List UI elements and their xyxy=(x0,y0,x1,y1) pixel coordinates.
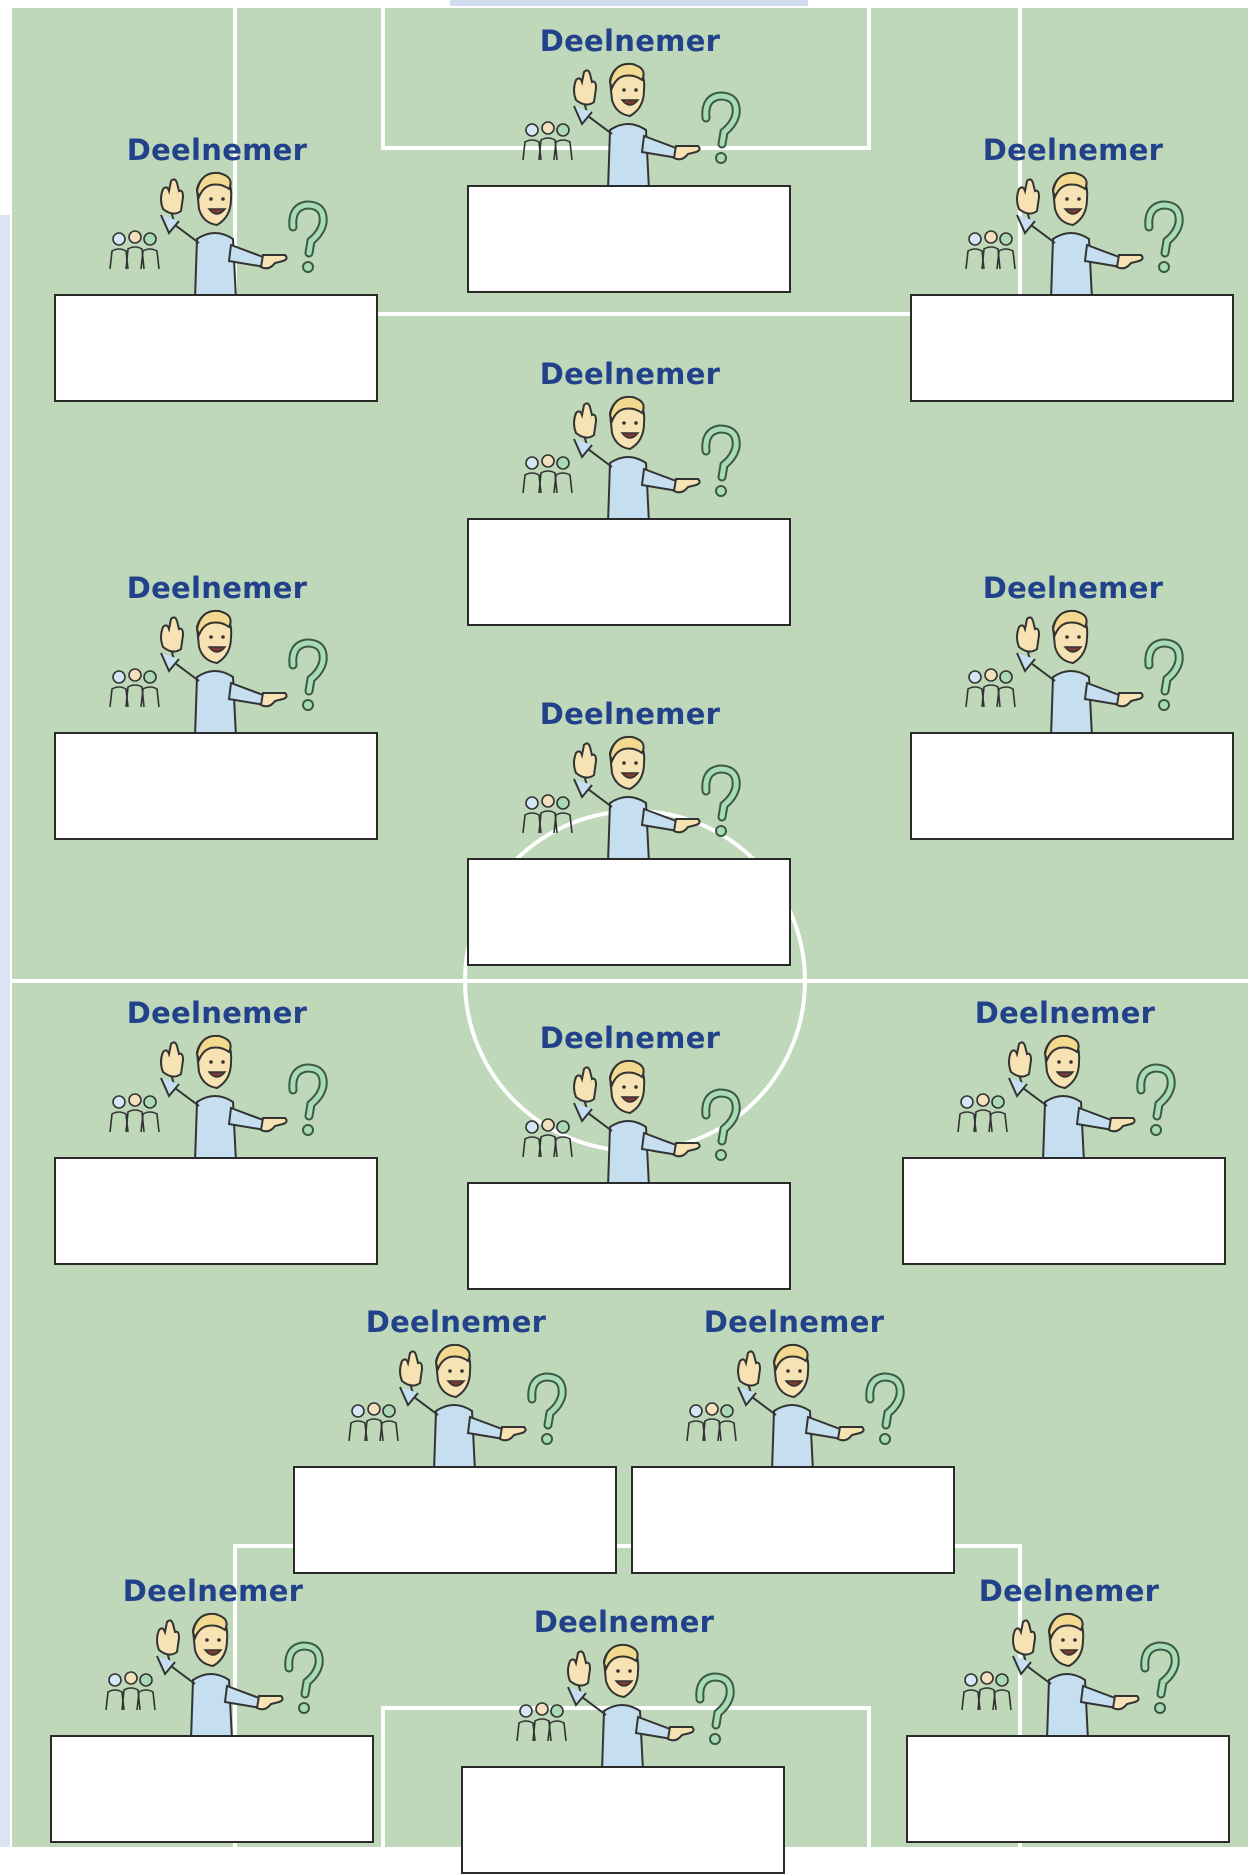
participant-label: Deelnemer xyxy=(466,1021,794,1055)
participant-card: Deelnemer xyxy=(53,996,381,1266)
participant-card: Deelnemer xyxy=(909,571,1237,841)
participant-label: Deelnemer xyxy=(460,1605,788,1639)
participant-label: Deelnemer xyxy=(901,996,1229,1030)
participant-name-input[interactable] xyxy=(50,1735,374,1843)
presenter-icon xyxy=(957,1612,1181,1740)
participant-name-input[interactable] xyxy=(293,1466,617,1574)
presenter-icon xyxy=(961,609,1185,737)
presenter-icon xyxy=(518,395,742,523)
participant-label: Deelnemer xyxy=(53,996,381,1030)
presenter-icon xyxy=(961,171,1185,299)
page-left-edge xyxy=(0,215,10,1847)
participant-name-input[interactable] xyxy=(467,518,791,626)
participant-card: Deelnemer xyxy=(466,1021,794,1291)
participant-label: Deelnemer xyxy=(53,571,381,605)
participant-name-input[interactable] xyxy=(906,1735,1230,1843)
participant-card: Deelnemer xyxy=(49,1574,377,1844)
participant-name-input[interactable] xyxy=(910,732,1234,840)
participant-label: Deelnemer xyxy=(466,357,794,391)
participant-label: Deelnemer xyxy=(466,697,794,731)
participant-card: Deelnemer xyxy=(630,1305,958,1575)
participant-card: Deelnemer xyxy=(292,1305,620,1575)
participant-card: Deelnemer xyxy=(53,133,381,403)
participant-name-input[interactable] xyxy=(54,1157,378,1265)
participant-name-input[interactable] xyxy=(910,294,1234,402)
presenter-icon xyxy=(105,171,329,299)
participant-label: Deelnemer xyxy=(53,133,381,167)
participant-label: Deelnemer xyxy=(909,133,1237,167)
presenter-icon xyxy=(518,62,742,190)
participant-card: Deelnemer xyxy=(466,24,794,294)
participant-label: Deelnemer xyxy=(630,1305,958,1339)
participant-name-input[interactable] xyxy=(54,732,378,840)
participant-card: Deelnemer xyxy=(909,133,1237,403)
presenter-icon xyxy=(512,1643,736,1771)
presenter-icon xyxy=(518,735,742,863)
presenter-icon xyxy=(101,1612,325,1740)
participant-name-input[interactable] xyxy=(467,1182,791,1290)
presenter-icon xyxy=(953,1034,1177,1162)
participant-name-input[interactable] xyxy=(467,858,791,966)
presenter-icon xyxy=(344,1343,568,1471)
participant-card: Deelnemer xyxy=(466,697,794,967)
page-top-strip xyxy=(450,0,808,6)
participant-label: Deelnemer xyxy=(49,1574,377,1608)
participant-card: Deelnemer xyxy=(466,357,794,627)
presenter-icon xyxy=(518,1059,742,1187)
presenter-icon xyxy=(105,1034,329,1162)
participant-label: Deelnemer xyxy=(292,1305,620,1339)
participant-name-input[interactable] xyxy=(54,294,378,402)
presenter-icon xyxy=(682,1343,906,1471)
presenter-icon xyxy=(105,609,329,737)
participant-name-input[interactable] xyxy=(631,1466,955,1574)
participant-label: Deelnemer xyxy=(905,1574,1233,1608)
participant-name-input[interactable] xyxy=(902,1157,1226,1265)
participant-card: Deelnemer xyxy=(905,1574,1233,1844)
participant-card: Deelnemer xyxy=(53,571,381,841)
participant-card: Deelnemer xyxy=(460,1605,788,1875)
participant-name-input[interactable] xyxy=(461,1766,785,1874)
participant-card: Deelnemer xyxy=(901,996,1229,1266)
participant-name-input[interactable] xyxy=(467,185,791,293)
participant-label: Deelnemer xyxy=(909,571,1237,605)
participant-label: Deelnemer xyxy=(466,24,794,58)
